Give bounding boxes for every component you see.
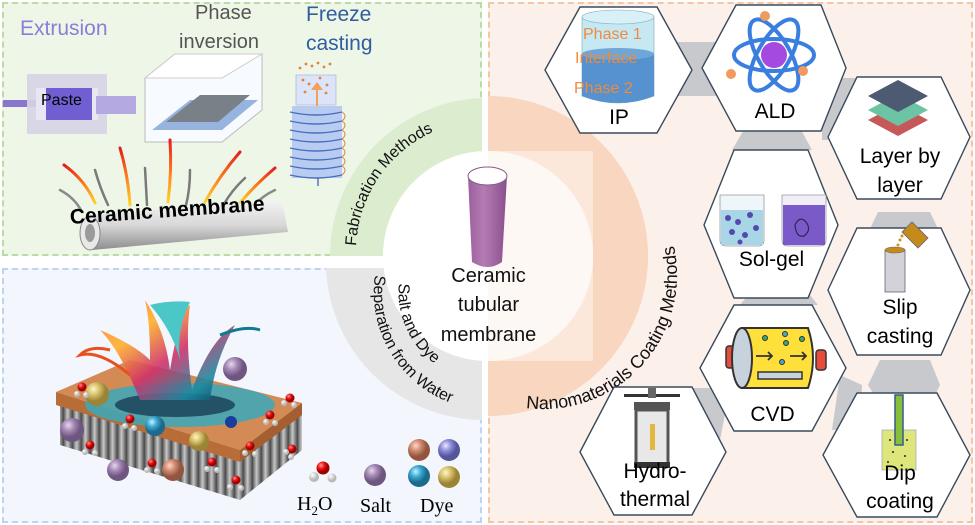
center-title-2: tubular	[457, 294, 520, 316]
fabrication-ring	[329, 98, 482, 256]
hex-label-dip-2: coating	[866, 490, 934, 513]
extrusion-label: Extrusion	[20, 17, 108, 40]
freeze-casting-icon	[289, 61, 346, 186]
hex-label-solgel: Sol-gel	[738, 248, 805, 271]
ceramic-tube-icon	[467, 166, 508, 267]
hex-lbl[interactable]	[827, 76, 971, 200]
legend-dye: Dye	[420, 495, 454, 517]
h2o-subscript: 2	[311, 503, 318, 518]
extruder-icon	[3, 74, 136, 134]
layer-by-layer-icon	[868, 80, 928, 136]
dye-particles-icon	[408, 439, 460, 488]
hex-label-hydro-1: Hydro-	[623, 460, 687, 483]
phase-inversion-label-2: inversion	[179, 31, 260, 53]
water-molecule-icon	[309, 461, 337, 483]
phase-inversion-icon	[143, 53, 264, 143]
hex-label-cvd: CVD	[750, 403, 795, 426]
hex-label-hydro-2: thermal	[619, 488, 691, 511]
ald-atom-icon	[726, 11, 816, 93]
ip-phase1-label: Phase 1	[583, 26, 642, 43]
hex-label-dip-1: Dip	[884, 462, 916, 485]
legend-icons	[309, 439, 460, 488]
hex-solgel[interactable]	[703, 149, 839, 299]
hex-label-ip: IP	[609, 106, 629, 129]
dip-coating-icon	[881, 394, 917, 471]
paste-label: Paste	[41, 92, 82, 109]
hex-label-lbl-1: Layer by	[859, 145, 941, 168]
hex-label-slip-1: Slip	[882, 296, 918, 319]
interfacial-polymerization-icon	[581, 9, 655, 104]
h2o-o: O	[317, 493, 333, 515]
hydrothermal-autoclave-icon	[624, 388, 680, 468]
center-title-1: Ceramic	[451, 265, 526, 287]
center-title-3: membrane	[440, 324, 537, 346]
legend-salt: Salt	[360, 495, 392, 517]
hex-label-ald: ALD	[754, 100, 796, 123]
salt-particle-icon	[364, 464, 386, 486]
slip-casting-icon	[884, 221, 929, 293]
h2o-h: H	[297, 493, 312, 515]
freeze-casting-label-1: Freeze	[306, 3, 372, 26]
hex-label-slip-2: casting	[866, 325, 934, 348]
ip-interface-label: Interface	[575, 50, 638, 67]
sol-gel-beakers-icon	[719, 194, 827, 247]
heat-rays-icon	[58, 138, 277, 214]
ceramic-membrane-tube	[79, 200, 288, 251]
phase-inversion-label-1: Phase	[195, 2, 252, 24]
ip-phase2-label: Phase 2	[574, 80, 633, 97]
coating-ring	[488, 96, 648, 416]
cvd-chamber-icon	[725, 327, 827, 389]
freeze-casting-label-2: casting	[306, 32, 373, 55]
membrane-filter-illustration	[56, 300, 302, 500]
connector-ald-solgel	[732, 128, 812, 150]
hex-label-lbl-2: layer	[877, 174, 923, 197]
legend-h2o: H2O	[297, 493, 332, 519]
